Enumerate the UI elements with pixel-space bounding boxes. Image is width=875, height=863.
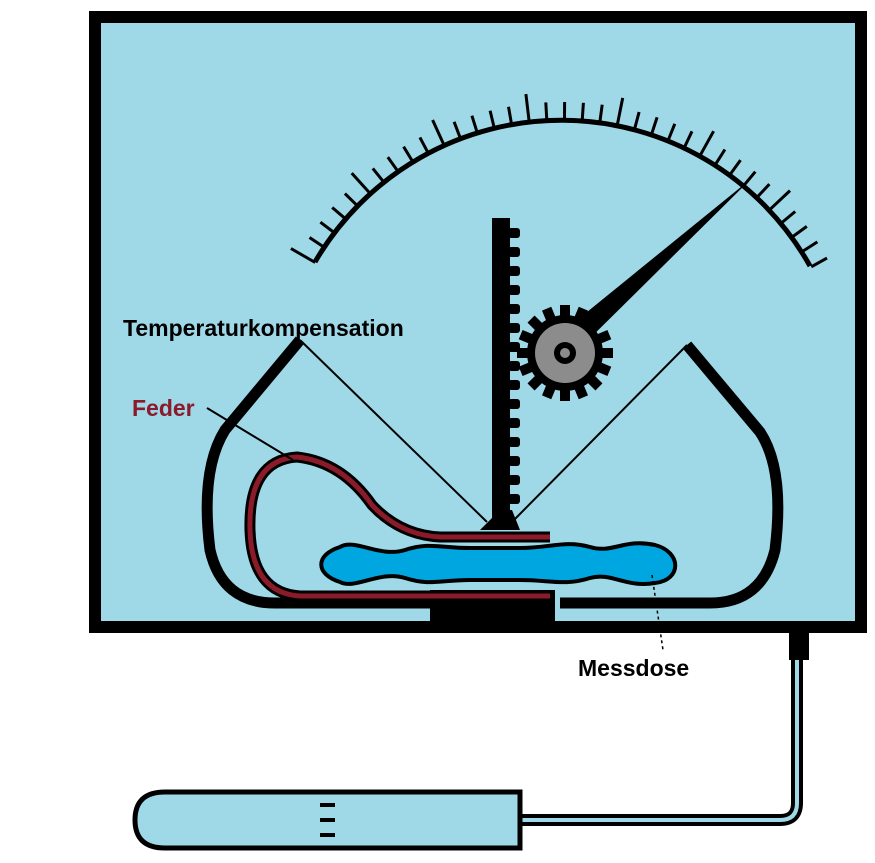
scale-tick (728, 159, 742, 176)
label-temperature-compensation: Temperaturkompensation (123, 315, 404, 341)
scale-tick (507, 106, 514, 125)
label-spring: Feder (132, 395, 195, 421)
rack-tooth (508, 380, 520, 390)
rack-tooth (508, 361, 520, 371)
scale-tick (780, 210, 797, 225)
scale-tick (580, 102, 585, 121)
scale-tick (319, 221, 336, 235)
scale-tick (666, 123, 677, 142)
scale-tick (371, 167, 386, 184)
scale-tick (524, 93, 531, 123)
temperature-compensation (201, 336, 784, 609)
capillary-tube (520, 625, 809, 826)
rack-tooth (508, 437, 520, 447)
rack-tooth (508, 456, 520, 466)
scale-tick (801, 240, 819, 253)
leader-line-spring (206, 407, 294, 461)
scale-tick (791, 225, 808, 239)
gear-tooth (560, 387, 570, 401)
rack-tooth (508, 266, 520, 276)
spring (244, 451, 550, 602)
scale-tick (470, 115, 479, 134)
rack-bar (480, 218, 520, 530)
scale-tick (810, 256, 828, 269)
gear-icon (517, 305, 613, 401)
scale-tick (418, 136, 430, 155)
rack-tooth (508, 228, 520, 238)
label-measuring-capsule: Messdose (578, 655, 689, 681)
rack-tooth (508, 494, 520, 504)
scale-ticks (290, 93, 828, 269)
measuring-capsule (319, 541, 678, 586)
scale-tick (682, 130, 694, 149)
rack-tooth (508, 247, 520, 257)
scale-tick (544, 102, 549, 121)
rack-tooth (508, 475, 520, 485)
rack-tooth (508, 323, 520, 333)
scale-tick (598, 104, 604, 123)
scale-tick (698, 130, 715, 157)
scale-tick (308, 236, 326, 249)
rack-tooth (508, 285, 520, 295)
scale-tick (386, 156, 400, 173)
scale-tick (350, 172, 372, 195)
scale-tick (633, 111, 641, 130)
rack-tooth (508, 304, 520, 314)
gear-tooth (560, 305, 570, 319)
instrument-housing (89, 11, 867, 633)
scale-tick (290, 247, 316, 264)
scale-tick (714, 148, 727, 166)
scale-tick (343, 192, 359, 208)
dial-scale (290, 93, 828, 269)
scale-tick (331, 206, 347, 221)
rack-tooth (508, 399, 520, 409)
scale-tick (488, 110, 496, 129)
scale-tick (615, 97, 625, 126)
scale-tick (402, 145, 415, 163)
scale-tick (452, 121, 462, 140)
pointer-needle (555, 178, 752, 358)
scale-tick (756, 183, 771, 199)
temperature-probe (132, 789, 523, 851)
rack-tooth (508, 418, 520, 428)
scale-tick (650, 116, 659, 135)
scale-tick (431, 119, 446, 147)
leader-line-capsule (651, 574, 664, 651)
scale-tick (768, 189, 792, 211)
